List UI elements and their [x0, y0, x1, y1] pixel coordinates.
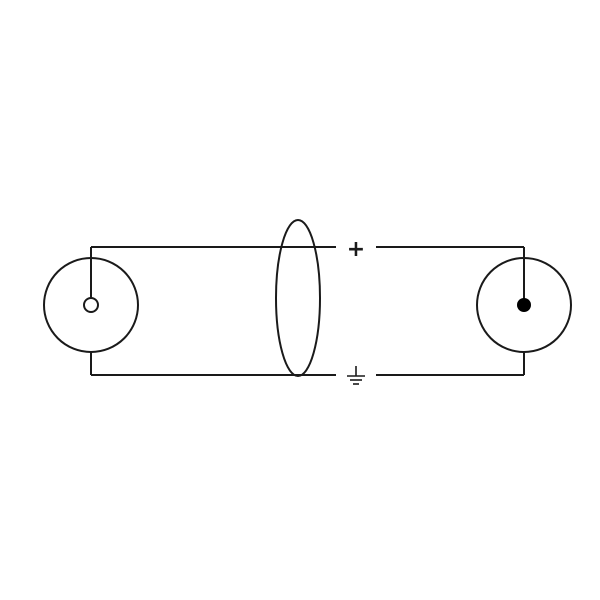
left-connector-pin	[83, 297, 99, 313]
right-connector-body	[476, 257, 572, 353]
right-connector-pin	[517, 298, 531, 312]
signal-plus-label: +	[347, 237, 365, 262]
ground-icon	[347, 366, 365, 385]
cable-shield-ellipse	[275, 219, 321, 377]
